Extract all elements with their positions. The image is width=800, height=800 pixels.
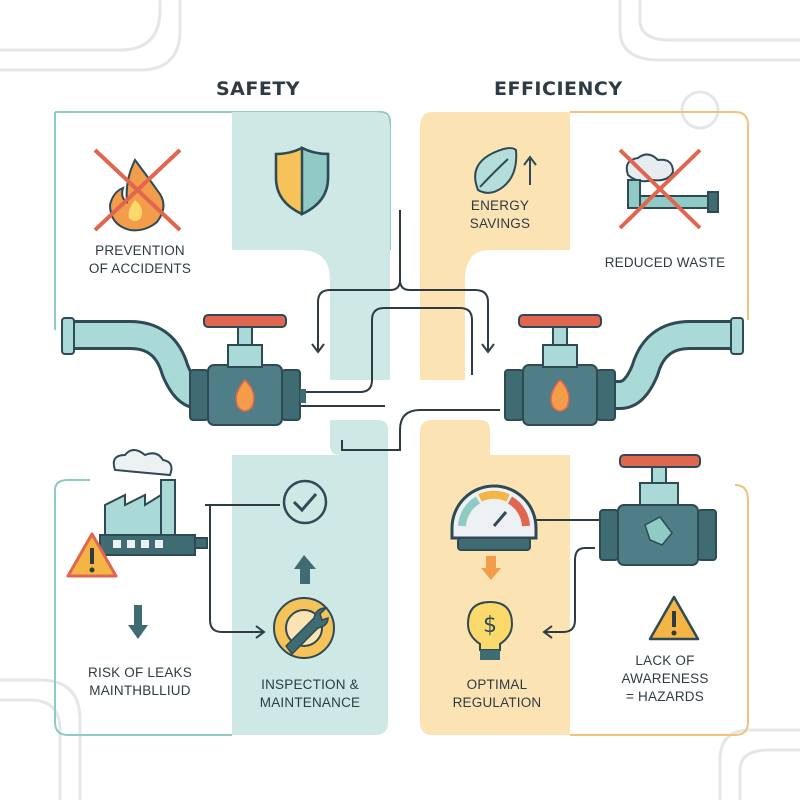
- lack-of-awareness-label: LACK OF AWARENESS = HAZARDS: [600, 652, 730, 706]
- risk-of-leaks-label: RISK OF LEAKS MAINTHBLLIUD: [70, 664, 210, 700]
- prevention-label-line: PREVENTION: [95, 243, 185, 258]
- energy-savings-label: ENERGY SAVINGS: [445, 197, 555, 233]
- safety-top-panel-outline: [55, 111, 391, 250]
- right-pipeline: [610, 317, 744, 410]
- valve-icon: [504, 314, 616, 426]
- inspection-label-line: INSPECTION &: [261, 677, 359, 692]
- leaf-energy-icon: [474, 147, 537, 194]
- no-fire-icon: [93, 148, 182, 232]
- arrow-down-icon: [481, 556, 501, 580]
- regulation-label-line: REGULATION: [452, 695, 542, 710]
- energy-label-line: ENERGY: [470, 198, 530, 213]
- gauge-icon: [450, 484, 538, 551]
- efficiency-heading: EFFICIENCY: [494, 78, 623, 100]
- efficiency-orange-panel-bottom: [420, 420, 570, 735]
- gear-wrench-icon: [273, 597, 335, 659]
- valve-icon: [189, 314, 306, 426]
- prevention-label: PREVENTION OF ACCIDENTS: [70, 242, 210, 278]
- inspection-label-line: MAINTENANCE: [259, 695, 361, 710]
- check-icon: [282, 479, 328, 525]
- reduced-waste-label: REDUCED WASTE: [595, 254, 735, 272]
- prevention-label-line: OF ACCIDENTS: [88, 261, 192, 276]
- warning-icon: [66, 532, 118, 578]
- energy-label-line: SAVINGS: [469, 216, 531, 231]
- waste-label-line: REDUCED WASTE: [604, 255, 726, 270]
- warning-icon: [648, 595, 700, 641]
- leaks-label-line: MAINTHBLLIUD: [89, 683, 191, 698]
- awareness-label-line: LACK OF: [635, 653, 695, 668]
- inspection-maintenance-label: INSPECTION & MAINTENANCE: [235, 676, 385, 712]
- left-pipeline: [61, 317, 210, 410]
- awareness-label-line: AWARENESS: [621, 671, 709, 686]
- safety-heading: SAFETY: [216, 78, 301, 100]
- arrow-down-icon: [128, 605, 148, 639]
- efficiency-orange-panel-top: [420, 112, 570, 380]
- lightbulb-dollar-icon: $: [466, 600, 514, 660]
- optimal-regulation-label: OPTIMAL REGULATION: [432, 676, 562, 712]
- factory-icon: [99, 449, 208, 556]
- leaks-label-line: RISK OF LEAKS: [88, 665, 192, 680]
- broken-valve-icon: [599, 454, 717, 566]
- no-waste-pipe-icon: [618, 148, 719, 230]
- arrow-up-icon: [294, 555, 316, 584]
- safety-teal-panel-top: [232, 112, 390, 380]
- regulation-label-line: OPTIMAL: [466, 677, 528, 692]
- awareness-label-line: = HAZARDS: [626, 689, 704, 704]
- svg-text:$: $: [483, 613, 497, 638]
- connector-lines: [205, 210, 600, 639]
- shield-icon: [274, 145, 330, 216]
